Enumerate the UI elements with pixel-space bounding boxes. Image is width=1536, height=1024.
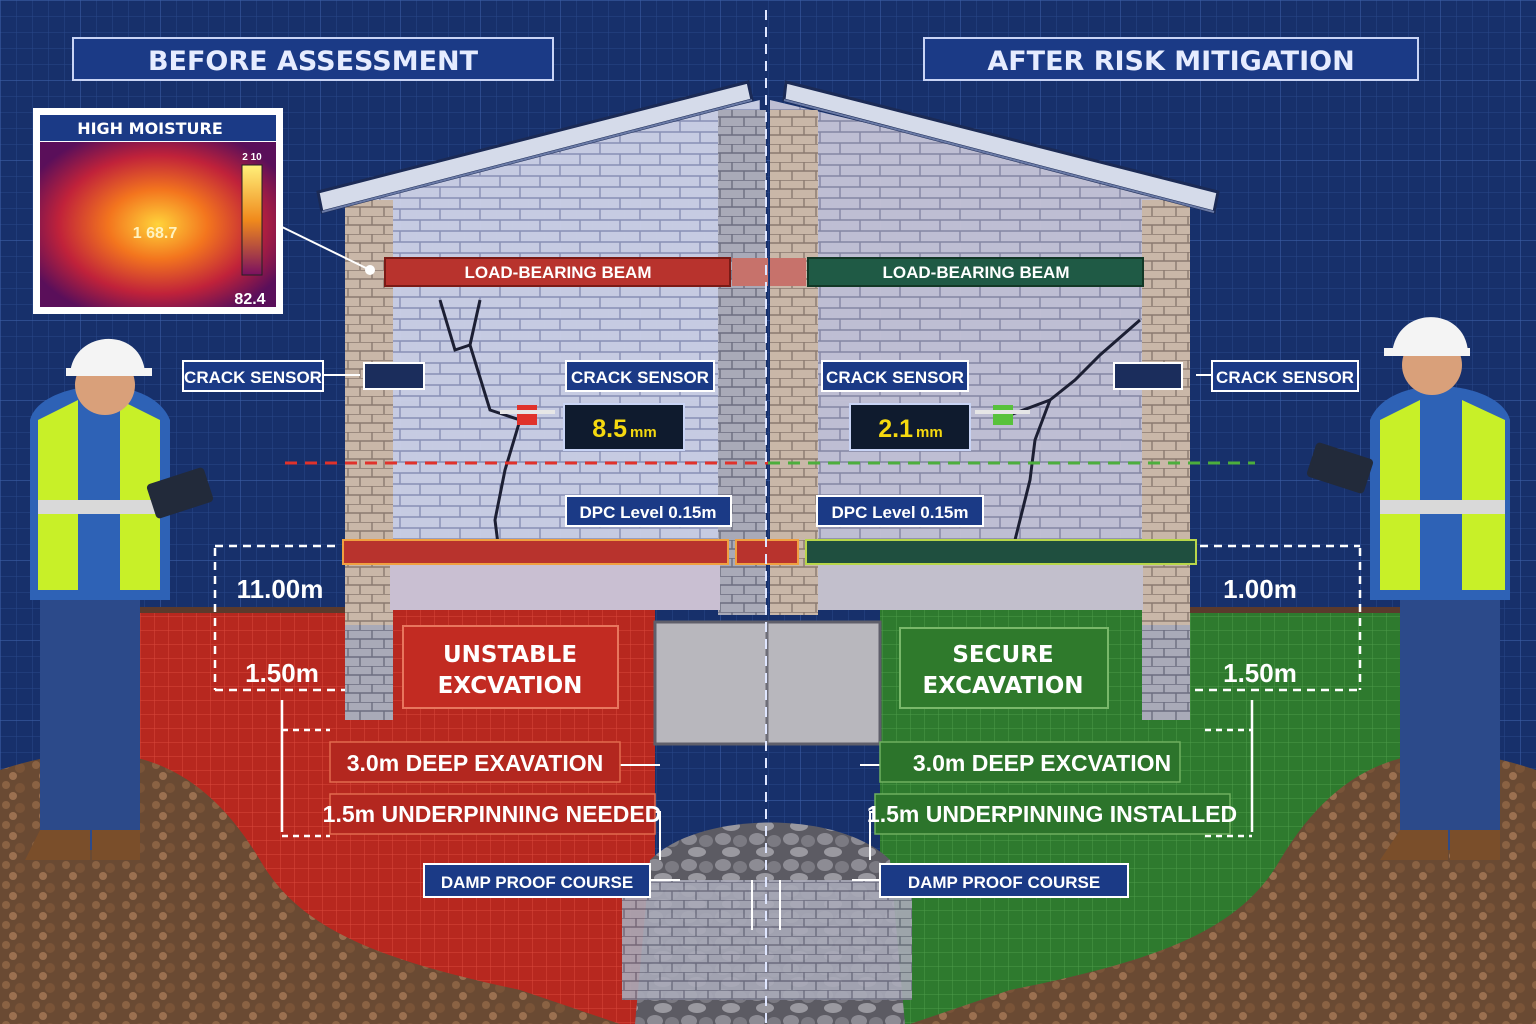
dpc-level-before: DPC Level 0.15m — [579, 503, 716, 522]
thermal-camera-icon — [33, 108, 283, 314]
beam-label-before: LOAD-BEARING BEAM — [465, 263, 652, 282]
dpc-bar-before — [342, 539, 729, 565]
dim-upper-after: 1.00m — [1223, 574, 1297, 604]
dpc-level-after: DPC Level 0.15m — [831, 503, 968, 522]
crack-sensor-inner-after: CRACK SENSOR — [826, 368, 964, 387]
depth-note-after: 3.0m DEEP EXCVATION — [913, 750, 1171, 776]
roof-left — [316, 80, 754, 214]
status-after-line1: SECURE — [952, 642, 1053, 668]
underpin-note-before: 1.5m UNDERPINNING NEEDED — [323, 801, 662, 827]
thermal-pointer-dot — [365, 265, 375, 275]
beam-before — [384, 257, 731, 287]
dimension-lines-after — [1195, 544, 1362, 838]
underpin-note-after: 1.5m UNDERPINNING INSTALLED — [867, 801, 1237, 827]
damp-course-after: DAMP PROOF COURSE — [908, 873, 1100, 892]
hard-hat-icon — [70, 338, 145, 375]
crack-sensor-icon — [363, 362, 1183, 425]
status-before-line2: EXCVATION — [438, 673, 583, 699]
beam-label-after: LOAD-BEARING BEAM — [883, 263, 1070, 282]
crack-reading-unit-before: mm — [630, 424, 657, 441]
dimension-lines-before — [213, 544, 345, 838]
damp-course-before: DAMP PROOF COURSE — [441, 873, 633, 892]
thermal-scale-top: 2 10 — [242, 152, 262, 163]
status-before-line1: UNSTABLE — [443, 642, 577, 668]
dpc-bar-after — [805, 539, 1197, 565]
house-wall-left — [345, 100, 766, 720]
worker-right — [1306, 317, 1510, 860]
title-before: BEFORE ASSESSMENT — [148, 46, 479, 77]
dim-lower-before: 1.50m — [245, 658, 319, 688]
beam-after — [807, 257, 1144, 287]
depth-note-before: 3.0m DEEP EXAVATION — [347, 750, 603, 776]
tablet-icon — [146, 467, 214, 519]
crack-sensor-outer-after: CRACK SENSOR — [1216, 368, 1354, 387]
crack-sensor-outer-before: CRACK SENSOR — [184, 368, 322, 387]
foundation-centre — [622, 620, 912, 1024]
worker-left — [25, 338, 214, 860]
crack-reading-unit-after: mm — [916, 424, 943, 441]
dim-lower-after: 1.50m — [1223, 658, 1297, 688]
thermal-scale-bottom: 82.4 — [234, 291, 265, 308]
beam-joint-left — [732, 258, 768, 286]
crack-sensor-inner-before: CRACK SENSOR — [571, 368, 709, 387]
title-after: AFTER RISK MITIGATION — [987, 46, 1354, 77]
status-after-line2: EXCAVATION — [922, 673, 1083, 699]
thermal-label: HIGH MOISTURE — [77, 119, 223, 138]
dim-upper-before: 11.00m — [237, 574, 324, 604]
label-boxes — [72, 37, 1419, 898]
thermal-reading: 1 68.7 — [133, 225, 178, 242]
crack-reading-before: 8.5 — [592, 415, 627, 443]
house-wall-right — [770, 100, 1190, 720]
beam-joint-right — [770, 258, 806, 286]
crack-reading-after: 2.1 — [878, 415, 913, 443]
roof-right — [782, 80, 1220, 214]
